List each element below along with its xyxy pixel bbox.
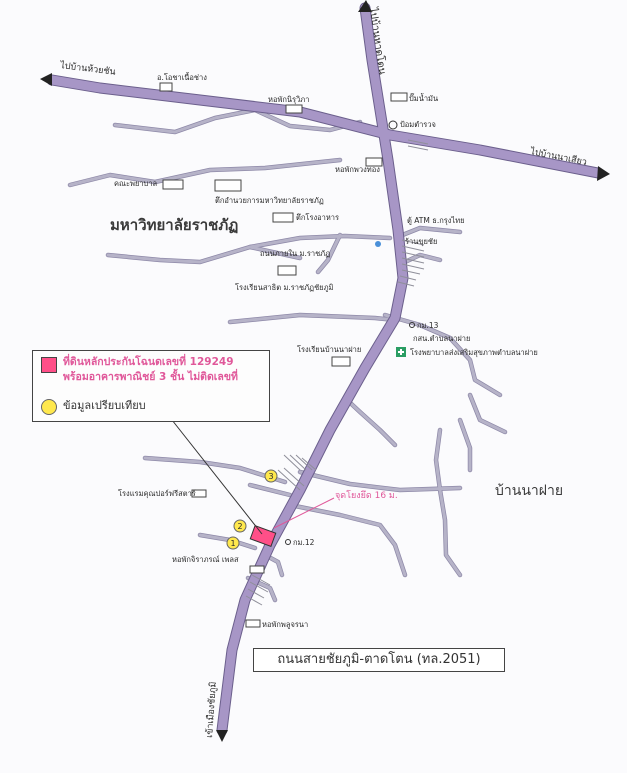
arrow-north-icon xyxy=(358,0,372,12)
building-icon xyxy=(249,565,265,574)
label-connection: จุดโยงยึด 16 ม. xyxy=(335,490,398,501)
subject-square-icon xyxy=(41,357,57,373)
label-demo-school: โรงเรียนสาธิต ม.ราชภัฏชัยภูมิ xyxy=(235,283,334,292)
comparison-marker-3[interactable] xyxy=(264,469,278,483)
buildings xyxy=(159,82,408,628)
comparison-marker-1[interactable] xyxy=(226,536,240,550)
marker-label-3: 3 xyxy=(269,472,274,481)
arrow-east-icon xyxy=(597,166,610,181)
building-icon xyxy=(159,82,173,92)
label-nursing: คณะพยาบาล xyxy=(114,179,157,188)
police-icon xyxy=(388,120,398,130)
label-dorm-nirapha: หอพักนิรุวิภา xyxy=(268,95,309,104)
hatch-areas xyxy=(245,139,429,606)
building-icon xyxy=(390,92,408,102)
label-atm: ตู้ ATM ธ.กรุงไทย xyxy=(407,216,465,225)
label-health: โรงพยาบาลส่งเสริมสุขภาพตำบลนาฝาย xyxy=(410,348,538,357)
building-icon xyxy=(191,489,207,498)
atm-icon xyxy=(375,241,381,247)
building-icon xyxy=(245,619,261,628)
legend: ที่ดินหลักประกันโฉนดเลขที่ 129249 พร้อมอ… xyxy=(32,350,270,422)
legend-text-2: พร้อมอาคารพาณิชย์ 3 ชั้น ไม่ติดเลขที่ xyxy=(63,371,238,383)
marker-label-2: 2 xyxy=(238,522,243,531)
arrow-south-icon xyxy=(216,730,228,742)
legend-item-subject: ที่ดินหลักประกันโฉนดเลขที่ 129249 พร้อมอ… xyxy=(41,355,238,385)
arrow-west-icon xyxy=(40,73,52,86)
label-south: เข้าเมืองชัยภูมิ xyxy=(204,681,219,738)
building-icon xyxy=(214,179,242,192)
marker-label-1: 1 xyxy=(231,539,236,548)
label-tambon: กสน.ตำบลนาฝาย xyxy=(413,334,470,343)
label-cafeteria: ตึกโรงอาหาร xyxy=(296,213,339,222)
cross-icon xyxy=(398,349,404,355)
highway-2051 xyxy=(217,3,408,735)
label-dorm-pongjarun: หอพักพลูจรนา xyxy=(262,620,308,629)
label-dorm-phawong: หอพักพวงทอง xyxy=(335,165,380,174)
label-shop: ร้านขุยชัย xyxy=(405,237,437,246)
highway-name-box: ถนนสายชัยภูมิ-ตาดโตน (ทล.2051) xyxy=(253,648,505,672)
legend-leader-line xyxy=(171,419,263,535)
km-post-icon xyxy=(285,539,291,545)
label-km13: กม.13 xyxy=(417,321,439,330)
label-west: ไปบ้านห้วยชัน xyxy=(59,60,117,78)
label-college: มหาวิทยาลัยราชภัฏ xyxy=(110,216,238,234)
label-police: ป้อมตำรวจ xyxy=(400,120,436,129)
legend-item-comparison: ข้อมูลเปรียบเทียบ xyxy=(41,399,146,415)
label-km12: กม.12 xyxy=(293,538,315,547)
legend-text-3: ข้อมูลเปรียบเทียบ xyxy=(63,399,146,412)
legend-text-1: ที่ดินหลักประกันโฉนดเลขที่ 129249 xyxy=(63,356,234,368)
label-school-nafai: โรงเรียนบ้านนาฝาย xyxy=(297,345,361,354)
building-icon xyxy=(162,179,184,190)
label-village: บ้านนาฝาย xyxy=(495,483,563,499)
building-icon xyxy=(285,104,303,114)
building-icon xyxy=(365,157,383,167)
label-o-chai: อ.โอชาเนื้อช่าง xyxy=(157,72,207,82)
label-side-road: ถนนภายใน ม.ราชภัฏ xyxy=(260,249,330,258)
comparison-circle-icon xyxy=(41,399,57,415)
building-icon xyxy=(272,212,294,223)
building-icon xyxy=(277,265,297,276)
label-admin: ตึกอำนวยการมหาวิทยาลัยราชภัฏ xyxy=(215,196,324,205)
label-dorm-jiraporn: หอพักจิราภรณ์ เพลส xyxy=(172,555,239,564)
direction-arrows xyxy=(40,0,610,742)
connection-point-line xyxy=(273,497,335,529)
km-post-icon xyxy=(409,322,415,328)
building-icon xyxy=(331,356,351,367)
subject-property-marker[interactable] xyxy=(249,525,277,547)
comparison-markers: 1 2 3 xyxy=(226,469,278,550)
label-hotel: โรงแรมคุณปอร์ฟรีสตาร์ xyxy=(118,489,196,498)
comparison-marker-2[interactable] xyxy=(233,519,247,533)
label-gas-station: ปั๊มน้ำมัน xyxy=(409,93,438,103)
